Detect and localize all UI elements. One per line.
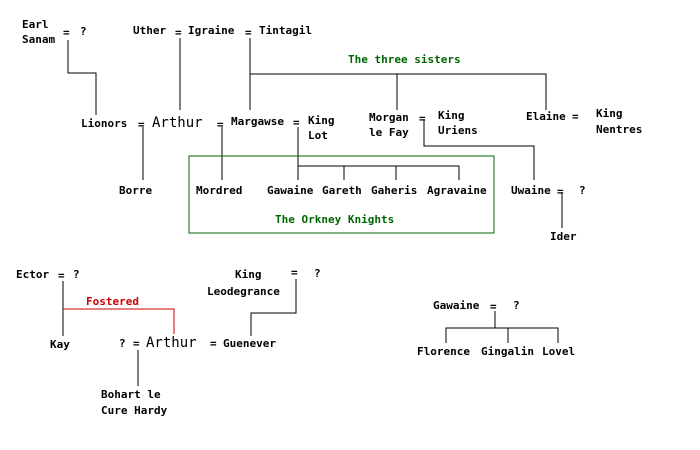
fostered-label: Fostered (86, 295, 139, 308)
arthur-spouse-unknown: ? (119, 337, 126, 350)
gawaine-label: Gawaine (267, 184, 314, 197)
bohart-label-line1: Bohart le (101, 388, 161, 401)
earl-spouse-unknown: ? (80, 25, 87, 38)
gingalin-label: Gingalin (481, 345, 534, 358)
florence-label: Florence (417, 345, 470, 358)
kay-label: Kay (50, 338, 70, 351)
gareth-label: Gareth (322, 184, 362, 197)
morgan-uriens-to-uwaine-line (423, 120, 535, 180)
ector-label: Ector (16, 268, 49, 281)
gawaine-label-second: Gawaine (433, 299, 480, 312)
marriage-sign: = (175, 26, 182, 39)
uther-label: Uther (133, 24, 166, 37)
marriage-sign: = (245, 26, 252, 39)
elaine-label: Elaine (526, 110, 566, 123)
marriage-sign: = (291, 266, 298, 279)
sanam-label: Sanam (22, 33, 55, 46)
gawaine-spouse-unknown: ? (513, 299, 520, 312)
margawse-label: Margawse (231, 115, 284, 128)
marriage-sign: = (293, 116, 300, 129)
king-lot-label-line2: Lot (308, 129, 328, 142)
marriage-sign: = (133, 337, 140, 350)
marriage-sign: = (138, 118, 145, 131)
tintagil-label: Tintagil (259, 24, 312, 37)
marriage-sign: = (419, 112, 426, 125)
ider-label: Ider (550, 230, 577, 243)
three-sisters-bracket (250, 73, 547, 110)
guenever-label: Guenever (223, 337, 276, 350)
earl-label: Earl (22, 18, 49, 31)
fostered-line (63, 308, 175, 334)
king-leodegrance-label-line2: Leodegrance (207, 285, 280, 298)
orkney-knights-box (188, 155, 495, 234)
king-uriens-label-line1: King (438, 109, 465, 122)
king-nentres-label-line2: Nentres (596, 123, 642, 136)
orkney-siblings-bracket (298, 165, 460, 180)
lovel-label: Lovel (542, 345, 575, 358)
marriage-sign: = (217, 118, 224, 131)
marriage-sign: = (210, 337, 217, 350)
uwaine-spouse-unknown: ? (579, 184, 586, 197)
lionors-label: Lionors (81, 117, 127, 130)
morgan-label-line2: le Fay (369, 126, 409, 139)
arthur-label: Arthur (152, 115, 203, 131)
marriage-sign: = (572, 110, 579, 123)
orkney-knights-label: The Orkney Knights (275, 213, 394, 226)
marriage-sign: = (557, 185, 564, 198)
three-sisters-label: The three sisters (348, 53, 461, 66)
morgan-label-line1: Morgan (369, 111, 409, 124)
marriage-sign: = (63, 26, 70, 39)
king-uriens-label-line2: Uriens (438, 124, 478, 137)
king-leodegrance-label-line1: King (235, 268, 262, 281)
agravaine-label: Agravaine (427, 184, 487, 197)
uwaine-label: Uwaine (511, 184, 551, 197)
leodegrance-spouse-unknown: ? (314, 267, 321, 280)
borre-label: Borre (119, 184, 152, 197)
gawaine-children-bracket (445, 327, 559, 343)
arthur-label-second: Arthur (146, 335, 197, 351)
leodegrance-to-guenever-line (250, 279, 297, 336)
gaheris-label: Gaheris (371, 184, 417, 197)
igraine-label: Igraine (188, 24, 235, 37)
marriage-sign: = (490, 300, 497, 313)
earl-to-lionors-line (67, 40, 97, 115)
mordred-label: Mordred (196, 184, 242, 197)
king-nentres-label-line1: King (596, 107, 623, 120)
king-lot-label-line1: King (308, 114, 335, 127)
ector-spouse-unknown: ? (73, 268, 80, 281)
marriage-sign: = (58, 269, 65, 282)
bohart-label-line2: Cure Hardy (101, 404, 168, 417)
